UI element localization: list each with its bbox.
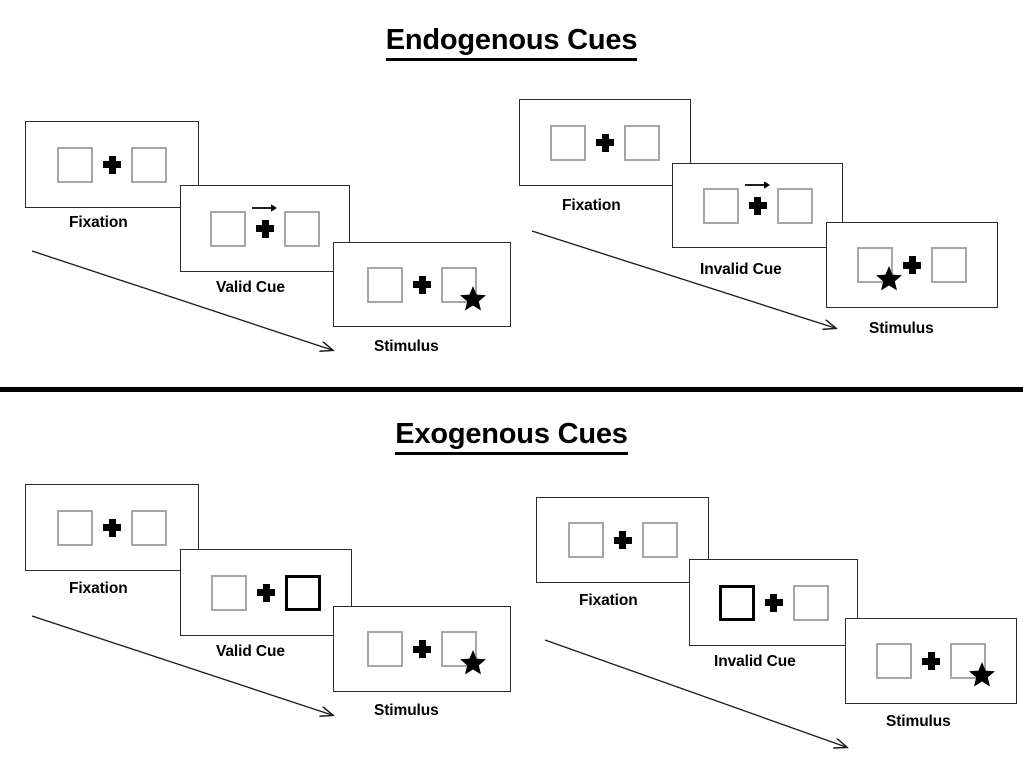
- left-placeholder-box: [57, 146, 93, 183]
- left-placeholder-box: [550, 124, 586, 161]
- fixation-cross-icon: [102, 155, 122, 175]
- section-title-exogenous: Exogenous Cues: [0, 418, 1023, 455]
- right-placeholder-box: [624, 124, 660, 161]
- right-placeholder-box: [776, 187, 813, 224]
- left-placeholder-box: [57, 509, 93, 546]
- panel-exogenous-invalid-stimulus: [845, 618, 1017, 704]
- panel-endogenous-valid-cue: [180, 185, 350, 272]
- panel-endogenous-invalid-cue: [672, 163, 843, 248]
- caption-exogenous-invalid-fixation: Fixation: [579, 592, 638, 609]
- fixation-cross-wrap: [902, 255, 922, 275]
- right-placeholder-box: [131, 509, 167, 546]
- left-placeholder-box: [367, 266, 403, 303]
- left-placeholder-box: [876, 643, 912, 679]
- left-placeholder-box: [567, 522, 604, 558]
- right-placeholder-box: [792, 584, 829, 621]
- right-placeholder-box: [441, 631, 486, 675]
- panel-endogenous-valid-stimulus: [333, 242, 511, 327]
- caption-endogenous-invalid-stimulus: Stimulus: [869, 320, 934, 337]
- panel-endogenous-invalid-fixation: [519, 99, 691, 186]
- fixation-cross-wrap: [256, 583, 276, 603]
- left-placeholder-box: [211, 574, 247, 611]
- caption-endogenous-valid-fixation: Fixation: [69, 214, 128, 231]
- panel-exogenous-invalid-fixation: [536, 497, 709, 583]
- right-placeholder-box: [641, 522, 678, 558]
- fixation-cross-wrap: [252, 203, 277, 239]
- fixation-cross-icon: [412, 639, 432, 659]
- fixation-cross-icon: [748, 196, 768, 216]
- fixation-cross-wrap: [921, 651, 941, 671]
- left-placeholder-box: [857, 247, 902, 291]
- caption-exogenous-valid-stimulus: Stimulus: [374, 702, 439, 719]
- section-title-exogenous-text: Exogenous Cues: [395, 418, 628, 455]
- right-placeholder-box: [284, 210, 320, 247]
- caption-exogenous-invalid-stimulus: Stimulus: [886, 713, 951, 730]
- fixation-cross-wrap: [412, 639, 432, 659]
- fixation-cross-icon: [102, 518, 122, 538]
- caption-exogenous-valid-fixation: Fixation: [69, 580, 128, 597]
- caption-endogenous-valid-stimulus: Stimulus: [374, 338, 439, 355]
- panel-exogenous-invalid-cue: [689, 559, 858, 646]
- arrow-cue-right-icon: [252, 203, 278, 213]
- fixation-cross-wrap: [613, 530, 633, 550]
- left-placeholder-box: [210, 210, 246, 247]
- fixation-cross-wrap: [595, 133, 615, 153]
- fixation-cross-icon: [764, 593, 784, 613]
- fixation-cross-icon: [921, 651, 941, 671]
- section-divider: [0, 387, 1023, 392]
- fixation-cross-wrap: [764, 593, 784, 613]
- left-placeholder-box: [367, 631, 403, 667]
- section-title-endogenous: Endogenous Cues: [0, 24, 1023, 61]
- caption-exogenous-invalid-cue: Invalid Cue: [714, 653, 796, 670]
- fixation-cross-icon: [595, 133, 615, 153]
- fixation-cross-icon: [412, 275, 432, 295]
- section-title-endogenous-text: Endogenous Cues: [385, 24, 637, 61]
- caption-endogenous-invalid-cue: Invalid Cue: [700, 261, 782, 278]
- panel-exogenous-valid-cue: [180, 549, 352, 636]
- fixation-cross-icon: [613, 530, 633, 550]
- caption-endogenous-valid-cue: Valid Cue: [216, 279, 285, 296]
- panel-exogenous-valid-fixation: [25, 484, 199, 571]
- fixation-cross-wrap: [102, 518, 122, 538]
- right-placeholder-box: [950, 643, 995, 687]
- caption-endogenous-invalid-fixation: Fixation: [562, 197, 621, 214]
- panel-endogenous-invalid-stimulus: [826, 222, 998, 308]
- sequence-arrow-exogenous-invalid: [543, 637, 861, 755]
- fixation-cross-wrap: [412, 275, 432, 295]
- left-placeholder-box: [702, 187, 739, 224]
- right-placeholder-box-cued: [285, 574, 321, 611]
- fixation-cross-icon: [902, 255, 922, 275]
- fixation-cross-icon: [255, 219, 275, 239]
- right-placeholder-box: [131, 146, 167, 183]
- arrow-cue-right-icon: [744, 180, 771, 190]
- right-placeholder-box: [931, 247, 967, 283]
- fixation-cross-icon: [256, 583, 276, 603]
- right-placeholder-box: [441, 266, 486, 310]
- caption-exogenous-valid-cue: Valid Cue: [216, 643, 285, 660]
- panel-endogenous-valid-fixation: [25, 121, 199, 208]
- left-placeholder-box-cued: [718, 584, 755, 621]
- fixation-cross-wrap: [102, 155, 122, 175]
- panel-exogenous-valid-stimulus: [333, 606, 511, 692]
- fixation-cross-wrap: [744, 180, 770, 216]
